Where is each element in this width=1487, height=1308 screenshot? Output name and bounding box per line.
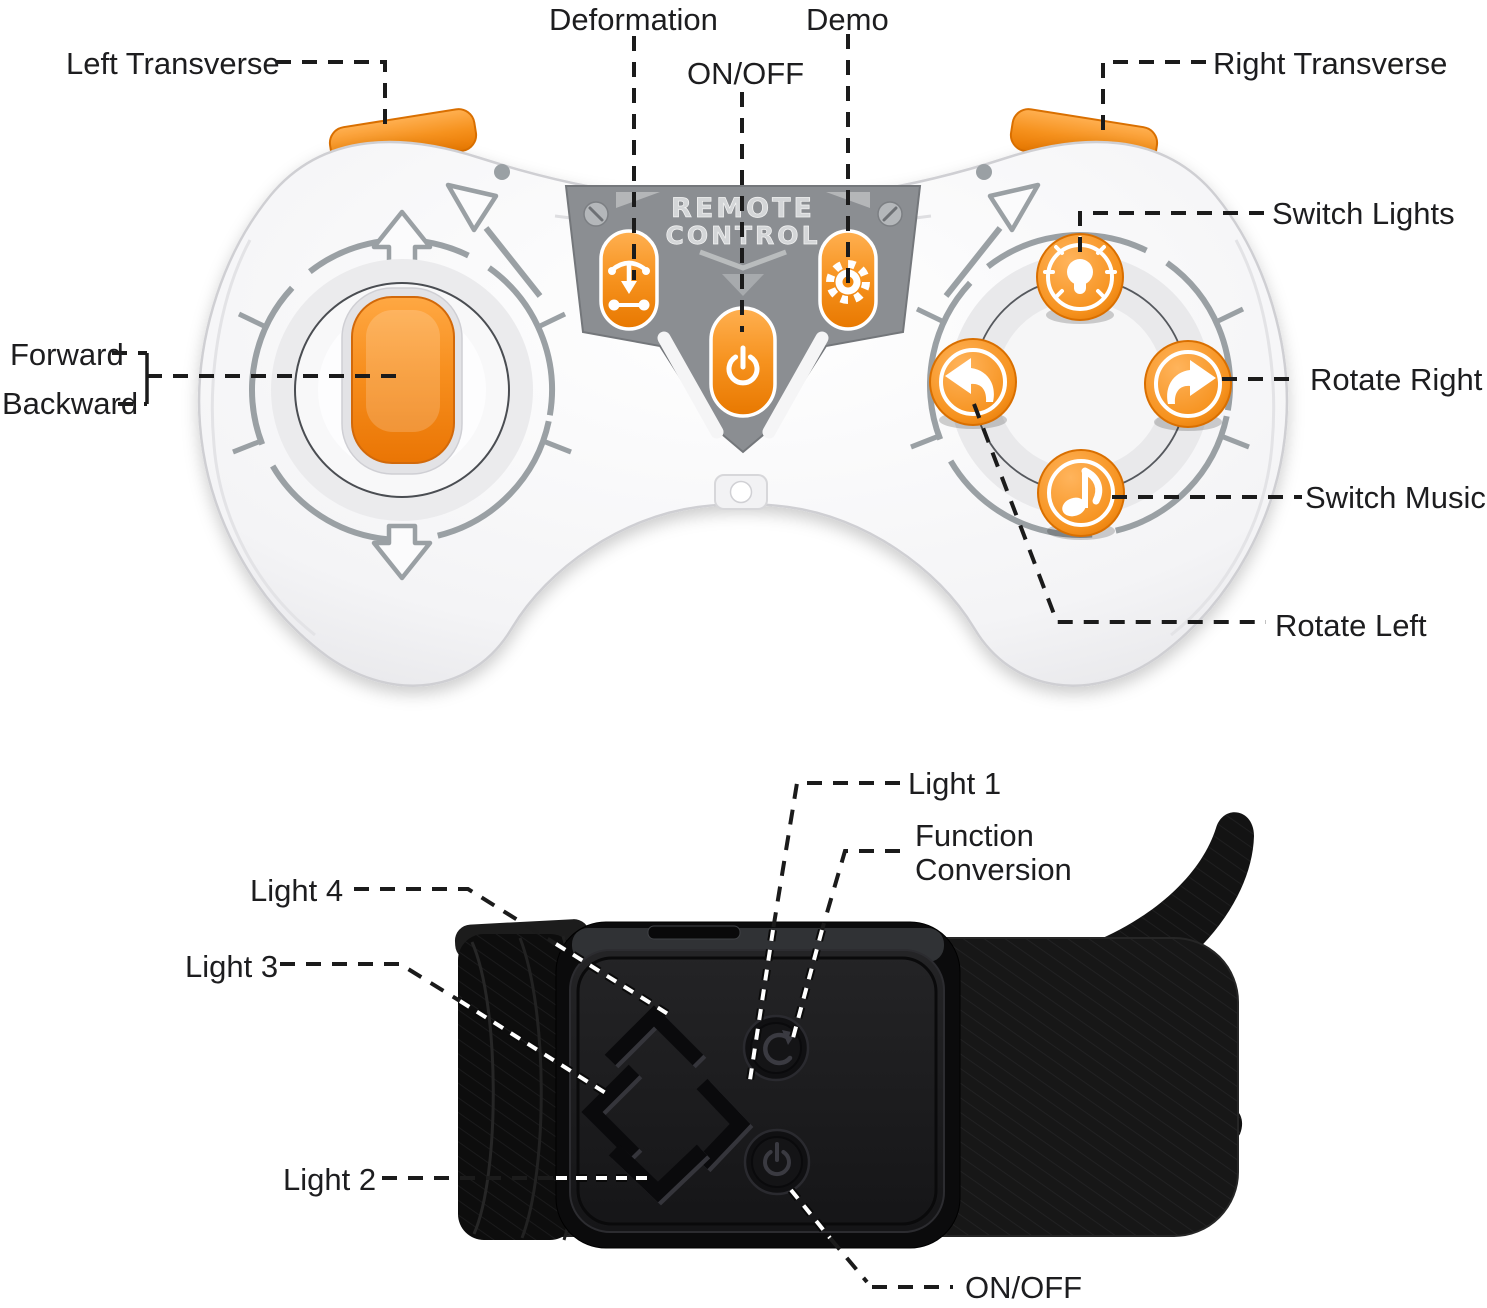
forward-backward-stick (232, 164, 572, 581)
watch-face (555, 921, 961, 1249)
label-rotate-right: Rotate Right (1310, 362, 1483, 397)
switch-lights-button (1036, 233, 1124, 324)
left-antenna-arrow-icon (445, 164, 543, 298)
label-on-off-bottom: ON/OFF (965, 1270, 1082, 1305)
label-left-transverse: Left Transverse (66, 46, 280, 81)
up-chevron-icon (604, 1005, 707, 1069)
label-light-1: Light 1 (908, 766, 1001, 801)
wristband-diagram (454, 812, 1254, 1249)
label-light-2: Light 2 (283, 1162, 376, 1197)
power-button (709, 306, 777, 418)
wristband-callout-lines (280, 781, 953, 1289)
left-chevron-icon (581, 1064, 643, 1163)
rotate-right-arrow-icon (1167, 360, 1216, 404)
label-backward: Backward (2, 386, 138, 421)
wristband-callout-labels: Light 1 Function Conversion Light 4 Ligh… (185, 766, 1082, 1305)
ir-window (647, 925, 741, 940)
screw-icon (583, 201, 609, 227)
indicator-led (714, 474, 768, 510)
controller-callout-labels: Deformation Demo ON/OFF Left Transverse … (2, 2, 1486, 643)
label-demo: Demo (806, 2, 889, 37)
power-icon (763, 1142, 791, 1177)
center-panel: REMOTE CONTROL (564, 185, 922, 454)
power-icon (726, 345, 760, 386)
label-right-transverse: Right Transverse (1213, 46, 1447, 81)
right-chevron-icon (696, 1078, 754, 1173)
deformation-button (599, 229, 659, 331)
label-conversion: Conversion (915, 852, 1072, 887)
controller-diagram: REMOTE CONTROL (197, 108, 1289, 687)
label-deformation: Deformation (549, 2, 718, 37)
rotate-right-button (1144, 340, 1232, 431)
watch-power-button (743, 1128, 811, 1196)
rotate-left-button (929, 338, 1017, 429)
right-antenna-arrow-icon (943, 164, 1041, 298)
label-switch-lights: Switch Lights (1272, 196, 1455, 231)
label-on-off-top: ON/OFF (687, 56, 804, 91)
down-arrow-outline-icon (371, 523, 433, 581)
label-rotate-left: Rotate Left (1275, 608, 1427, 643)
rotate-left-arrow-icon (945, 358, 994, 402)
throttle-stick (351, 296, 455, 464)
right-button-cluster (910, 164, 1250, 540)
label-light-3: Light 3 (185, 949, 278, 984)
music-note-icon (1062, 467, 1103, 517)
label-function: Function (915, 818, 1034, 853)
down-chevron-icon (608, 1144, 711, 1206)
label-switch-music: Switch Music (1305, 480, 1486, 515)
controller-callout-lines (112, 34, 1302, 624)
deformation-car-icon (608, 260, 650, 311)
screw-icon (877, 201, 903, 227)
switch-music-button (1037, 449, 1125, 540)
strap-left-wrap (454, 919, 591, 1241)
label-forward: Forward (10, 337, 124, 372)
label-light-4: Light 4 (250, 873, 343, 908)
